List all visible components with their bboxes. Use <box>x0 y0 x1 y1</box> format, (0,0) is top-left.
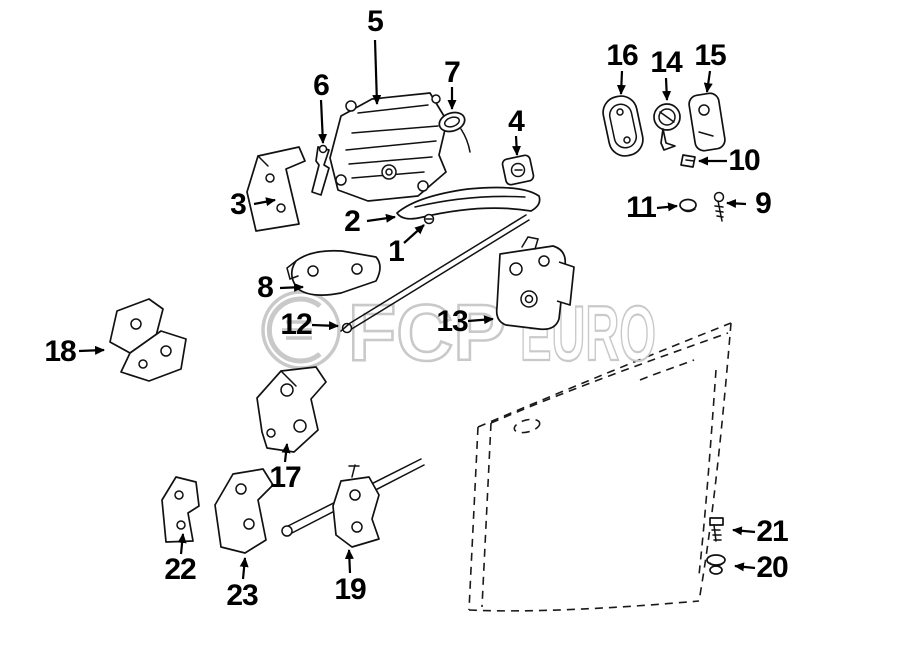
part-art-20 <box>706 554 726 575</box>
part-art-12 <box>340 214 530 334</box>
part-art-10 <box>680 154 696 168</box>
part-label-4: 4 <box>508 105 525 138</box>
door-panel-art <box>468 322 732 612</box>
part-label-10: 10 <box>728 144 760 177</box>
leader-16 <box>616 70 626 95</box>
leader-17 <box>281 443 291 463</box>
part-label-3: 3 <box>230 188 247 221</box>
part-label-7: 7 <box>444 56 461 89</box>
part-art-4 <box>501 154 535 186</box>
leader-14 <box>662 77 672 101</box>
part-art-13 <box>495 236 575 331</box>
part-label-23: 23 <box>226 579 258 612</box>
part-art-17 <box>256 366 327 453</box>
leader-5 <box>372 39 382 105</box>
leader-15 <box>703 70 713 93</box>
part-label-9: 9 <box>755 187 772 220</box>
part-label-11: 11 <box>626 191 657 224</box>
leader-18 <box>78 345 105 355</box>
leader-1 <box>403 224 425 244</box>
part-art-14 <box>653 103 681 151</box>
part-label-5: 5 <box>367 5 384 38</box>
leader-21 <box>732 526 756 536</box>
part-label-8: 8 <box>257 271 274 304</box>
fcp-logo-swoosh-icon <box>266 296 322 364</box>
part-art-21 <box>709 517 724 542</box>
part-label-15: 15 <box>694 39 726 72</box>
part-label-20: 20 <box>756 551 788 584</box>
part-label-13: 13 <box>436 305 468 338</box>
part-label-6: 6 <box>313 69 330 102</box>
watermark: FCP ® EURO <box>261 287 657 378</box>
part-label-2: 2 <box>344 205 361 238</box>
watermark-text-fcp: FCP <box>348 288 506 377</box>
part-art-1 <box>423 213 435 225</box>
part-art-3 <box>246 146 306 232</box>
part-art-19 <box>281 458 425 548</box>
part-art-15 <box>688 92 726 152</box>
leader-13 <box>467 315 494 325</box>
leader-2 <box>366 213 396 223</box>
part-art-18 <box>109 298 187 382</box>
fcp-logo-bars-icon <box>282 320 312 340</box>
part-art-22 <box>161 476 200 543</box>
leader-19 <box>344 549 354 574</box>
part-label-14: 14 <box>650 46 682 79</box>
part-art-6 <box>311 144 330 196</box>
part-art-16 <box>602 95 644 157</box>
part-art-9 <box>713 191 725 222</box>
part-label-1: 1 <box>388 235 405 268</box>
part-label-21: 21 <box>756 515 788 548</box>
part-art-2 <box>396 186 541 220</box>
leader-22 <box>177 533 187 555</box>
part-art-7 <box>438 111 471 153</box>
leader-6 <box>318 99 328 144</box>
part-art-5 <box>329 92 448 202</box>
leader-12 <box>311 321 339 331</box>
part-label-16: 16 <box>606 39 638 72</box>
part-art-23 <box>214 468 274 554</box>
part-label-12: 12 <box>280 308 312 341</box>
leader-20 <box>734 562 756 572</box>
part-art-11 <box>679 198 697 213</box>
part-art-8 <box>286 249 381 296</box>
leader-4 <box>512 135 522 156</box>
leader-9 <box>726 198 747 208</box>
part-label-17: 17 <box>269 461 301 494</box>
leader-3 <box>253 197 276 207</box>
part-label-19: 19 <box>334 573 366 606</box>
part-label-18: 18 <box>44 335 76 368</box>
leader-23 <box>239 557 249 580</box>
leader-lines <box>78 39 756 580</box>
part-label-22: 22 <box>164 553 196 586</box>
leader-8 <box>279 282 304 292</box>
leader-11 <box>656 202 678 212</box>
